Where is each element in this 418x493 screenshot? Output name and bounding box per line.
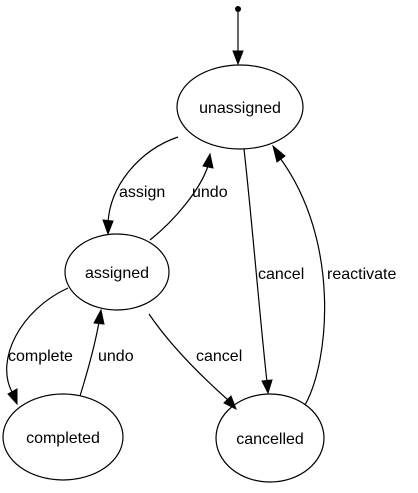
edge-label-undo-to-assigned: undo [98, 348, 134, 365]
edge-label-cancel-from-assigned: cancel [196, 348, 242, 365]
arrowhead-assign [102, 219, 114, 236]
edge-cancel-from-assigned [148, 313, 229, 401]
edge-undo-to-assigned [79, 321, 100, 397]
node-cancelled: cancelled [215, 393, 325, 483]
edge-label-undo-to-unassigned: undo [192, 184, 228, 201]
edge-complete [6, 287, 69, 393]
edge-assign [107, 136, 179, 224]
edge-label-complete: complete [8, 348, 73, 365]
arrowhead-complete [7, 388, 18, 406]
initial-state-dot [235, 6, 241, 12]
arrowhead-undo-to-assigned [93, 308, 105, 325]
edge-reactivate [279, 157, 326, 406]
node-label-assigned: assigned [85, 265, 149, 282]
node-label-cancelled: cancelled [236, 431, 304, 448]
node-unassigned: unassigned [176, 64, 304, 150]
arrowhead-reactivate [272, 144, 286, 163]
node-completed: completed [2, 393, 124, 481]
edge-label-cancel-from-unassigned: cancel [258, 266, 304, 283]
edge-label-assign: assign [119, 184, 165, 201]
edge-undo-to-unassigned [149, 165, 209, 241]
node-label-completed: completed [26, 430, 100, 447]
arrowhead-undo-to-unassigned [202, 152, 214, 169]
node-assigned: assigned [64, 233, 170, 311]
arrowhead-initial [232, 50, 244, 66]
edge-cancel-from-unassigned [243, 148, 268, 383]
arrowhead-cancel-from-assigned [223, 395, 237, 411]
arrowhead-cancel-from-unassigned [261, 379, 273, 395]
edge-label-reactivate: reactivate [327, 266, 396, 283]
node-label-unassigned: unassigned [199, 100, 281, 117]
